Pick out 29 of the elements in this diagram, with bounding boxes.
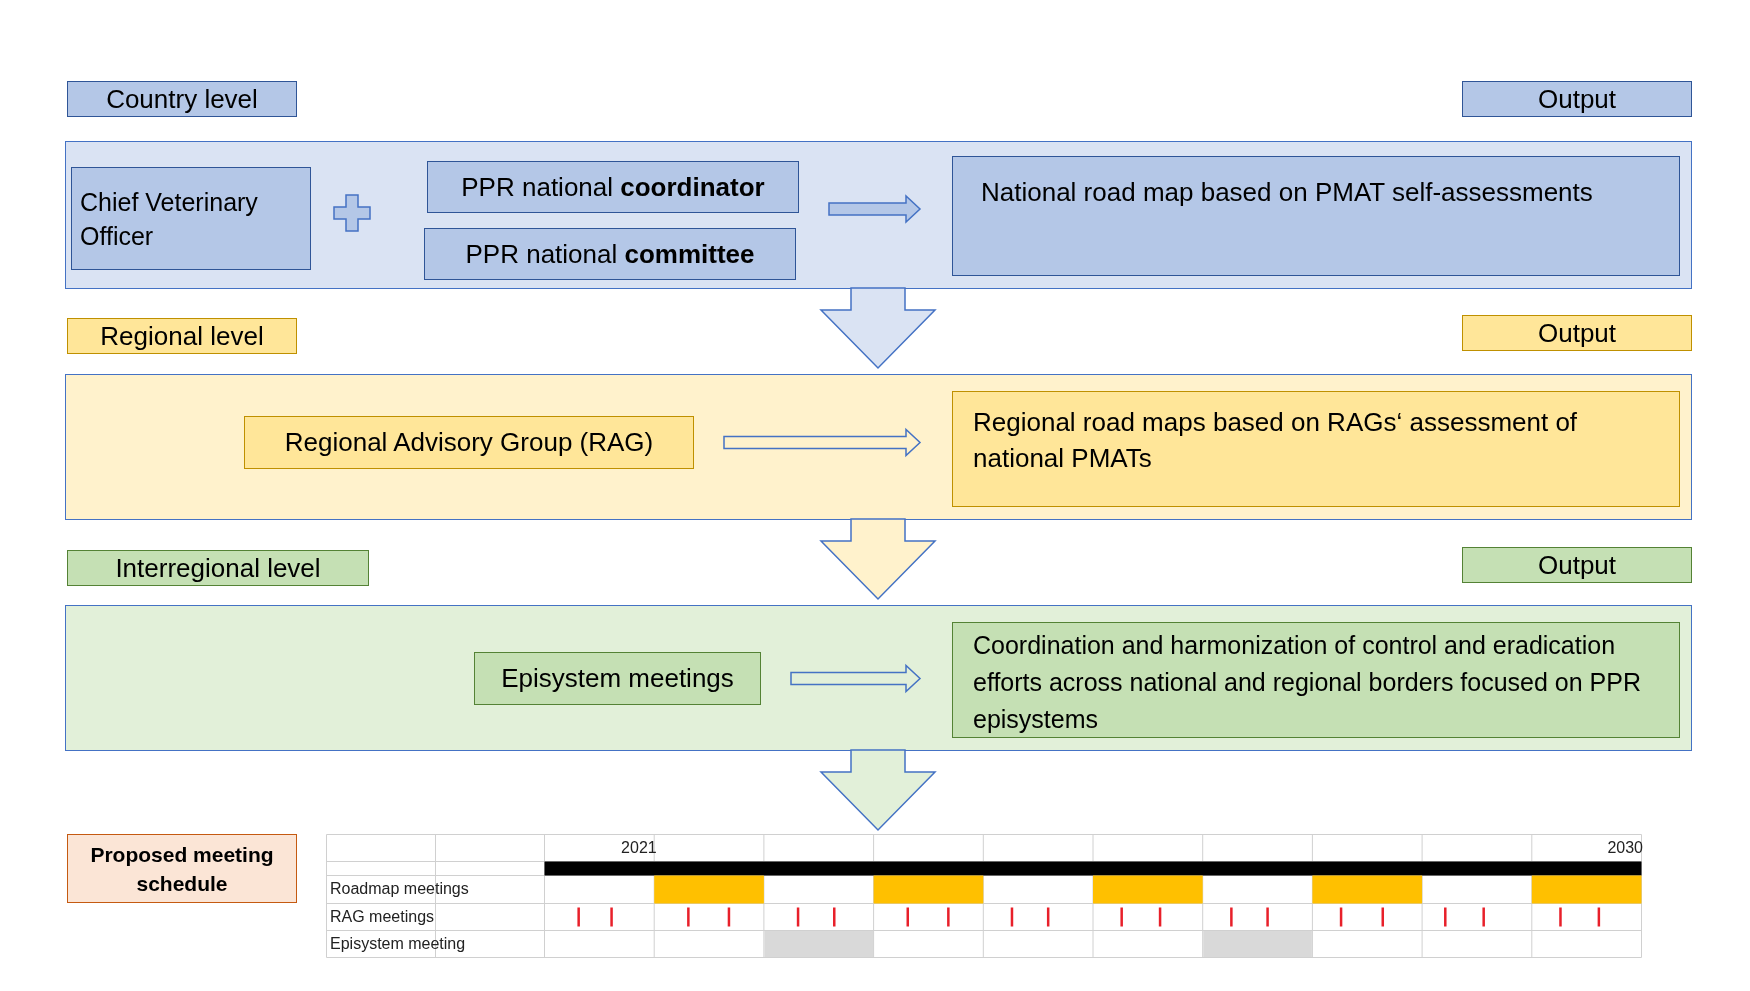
block-arrow xyxy=(723,427,922,458)
output-box: Regional road maps based on RAGs‘ assessment of national PMATs xyxy=(952,391,1680,507)
output-box: National road map based on PMAT self-assessments xyxy=(952,156,1680,276)
block-arrow xyxy=(819,287,937,370)
year-label: 2021 xyxy=(621,838,657,858)
level-label: Regional level xyxy=(67,318,297,354)
block-arrow xyxy=(819,518,937,601)
row-heading: Roadmap meetings xyxy=(330,879,469,899)
output-label: Output xyxy=(1462,81,1692,117)
role-box: Episystem meetings xyxy=(474,652,761,705)
role-box: PPR national coordinator xyxy=(427,161,799,213)
row-heading: Episystem meeting xyxy=(330,934,466,954)
role-box: PPR national committee xyxy=(424,228,796,280)
block-arrow xyxy=(819,749,937,832)
schedule-label: Proposed meeting schedule xyxy=(67,834,297,903)
output-box: Coordination and harmonization of control and eradication efforts across national and regional borders focused on PPR episystems xyxy=(952,622,1680,738)
level-band xyxy=(65,141,1692,289)
level-band xyxy=(65,374,1692,520)
level-label: Country level xyxy=(67,81,297,117)
output-label: Output xyxy=(1462,547,1692,583)
role-box: Chief Veterinary Officer xyxy=(71,167,311,270)
block-arrow xyxy=(828,194,922,224)
level-band xyxy=(65,605,1692,751)
block-arrow xyxy=(790,663,922,694)
role-box: Regional Advisory Group (RAG) xyxy=(244,416,694,469)
output-label: Output xyxy=(1462,315,1692,351)
level-label: Interregional level xyxy=(67,550,369,586)
row-heading: RAG meetings xyxy=(330,907,435,927)
year-label: 2030 xyxy=(1607,838,1643,858)
